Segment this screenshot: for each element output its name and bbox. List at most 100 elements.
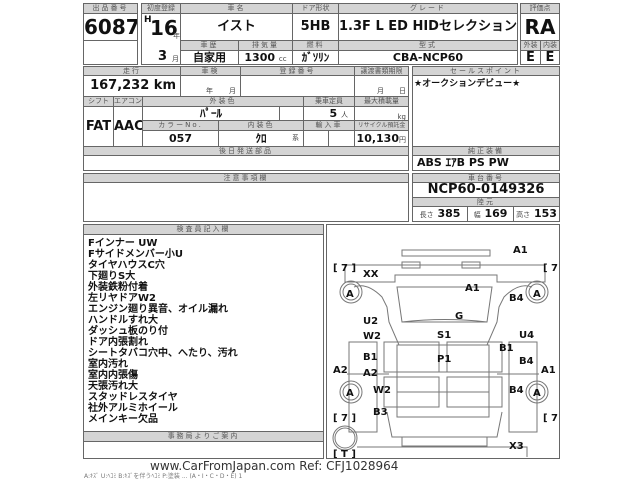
ext-color: ﾊﾟｰﾙ [142, 106, 280, 121]
car-name: イスト [180, 13, 293, 41]
damage-mark: W2 [363, 331, 381, 342]
length: 長さ 385 [412, 206, 468, 222]
inspector-note: 下廻りS大 [88, 271, 136, 282]
cc-unit: cc [278, 55, 287, 63]
damage-mark: A [533, 388, 541, 399]
displacement: 1300 cc [238, 50, 293, 65]
damage-mark: G [455, 311, 464, 322]
inspector-note: ハンドルすれ大 [88, 315, 158, 326]
max-load: kg [354, 106, 409, 121]
damage-mark: [ T ] [333, 449, 356, 459]
damage-mark: A [533, 289, 541, 300]
ext-score: E [520, 50, 541, 65]
damage-mark: P1 [437, 354, 452, 365]
damage-mark: A1 [513, 245, 528, 256]
int-color-unit: 系 [292, 134, 299, 142]
car-outline-icon [332, 249, 549, 457]
transfer-month-unit: 月 [377, 87, 384, 95]
month-unit: 月 [172, 55, 179, 63]
int-color: ｸﾛ 系 [218, 130, 304, 147]
door-type: 5HB [292, 13, 339, 41]
recycle-value: 10,130 [356, 132, 399, 145]
inspector-note: タイヤハウスC穴 [88, 260, 165, 271]
damage-mark: A1 [465, 283, 480, 294]
inspector-note: 社外アルミホイール [88, 403, 178, 414]
damage-mark: S1 [437, 330, 452, 341]
damage-mark: B4 [509, 385, 524, 396]
inspector-note: Fインナー UW [88, 238, 158, 249]
damage-mark: X3 [509, 441, 524, 452]
inspector-note: スタッドレスタイヤ [88, 392, 178, 403]
inspector-note: ドア内張割れ [88, 337, 148, 348]
inspector-note: 外装鉄粉付着 [88, 282, 148, 293]
color-no: 057 [142, 130, 219, 147]
length-value: 385 [437, 207, 461, 220]
height-value: 153 [533, 207, 557, 220]
first-reg: H 16 年 3 月 [141, 13, 181, 65]
inspector-note: 室内内張傷 [88, 370, 138, 381]
insp-year-unit: 年 [206, 87, 213, 95]
kg-unit: kg [397, 113, 407, 121]
capacity-unit: 人 [341, 111, 348, 119]
damage-mark: A [346, 388, 354, 399]
damage-mark: A2 [363, 368, 378, 379]
damage-mark: [ 7 ] [543, 413, 559, 424]
ac: AAC [113, 106, 143, 147]
lot-blank [83, 40, 138, 65]
transfer-day-unit: 日 [399, 87, 406, 95]
import-cell-1 [303, 130, 329, 147]
damage-mark: XX [363, 269, 379, 280]
damage-diagram: A1[ 7 ]XX[ 7 ]AAAAA1B4GU2W2S1U4B1B1P1B4A… [326, 224, 560, 459]
width-label: 幅 [473, 211, 481, 219]
inspector-note: シートタバコ穴中、へたり、汚れ [88, 348, 238, 359]
reg-year: 16 [150, 16, 178, 40]
shift: FAT [83, 106, 114, 147]
history: 自家用 [180, 50, 239, 65]
damage-mark: A2 [333, 365, 348, 376]
transfer: 月 日 [354, 75, 409, 97]
inspection: 年 月 [180, 75, 241, 97]
int-score: E [540, 50, 560, 65]
caution-body [83, 182, 409, 222]
damage-mark: B4 [519, 356, 534, 367]
damage-mark: B3 [373, 407, 388, 418]
damage-mark: B4 [509, 293, 524, 304]
damage-mark: B1 [363, 352, 378, 363]
capacity-value: 5 [329, 107, 338, 120]
score: RA [520, 13, 560, 41]
int-color-value: ｸﾛ [255, 132, 267, 145]
inspector-note: 左リヤドアW2 [88, 293, 156, 304]
inspector-note: エンジン廻り異音、オイル漏れ [88, 304, 228, 315]
damage-mark: [ 7 ] [333, 263, 357, 274]
reg-no [240, 75, 355, 97]
grade: 1.3F L ED HIDセレクション [338, 13, 518, 41]
height-label: 高さ [516, 211, 531, 219]
damage-mark: A1 [541, 365, 556, 376]
model-code: CBA-NCP60 [338, 50, 518, 65]
inspector-note: 室内汚れ [88, 359, 128, 370]
width-value: 169 [484, 207, 508, 220]
later-parts-body [83, 155, 409, 171]
damage-mark: U2 [363, 316, 379, 327]
inspector-note: 天張汚れ大 [88, 381, 138, 392]
fuel: ｶﾞｿﾘﾝ [292, 50, 339, 65]
equipment: ABS ｴｱB PS PW [412, 155, 560, 171]
length-label: 長さ [419, 211, 434, 219]
inspector-note: ダッシュ板のり付 [88, 326, 168, 337]
inspector-note: メインキー欠品 [88, 414, 158, 425]
reg-month: 3 [158, 49, 168, 64]
lot-number: 6087 [83, 13, 138, 41]
damage-mark: B1 [499, 343, 514, 354]
recycle: 10,130円 [354, 130, 409, 147]
yen-unit: 円 [399, 136, 406, 144]
ext-color-blank [279, 106, 304, 121]
inspector-note: Fサイドメンバー小U [88, 249, 183, 260]
insp-month-unit: 月 [229, 87, 236, 95]
damage-mark: [ 7 ] [543, 263, 559, 274]
damage-mark: W2 [373, 385, 391, 396]
chassis-number: NCP60-0149326 [412, 182, 560, 198]
year-unit: 年 [173, 32, 180, 40]
damage-mark: [ 7 ] [333, 413, 357, 424]
import-cell-2 [328, 130, 355, 147]
